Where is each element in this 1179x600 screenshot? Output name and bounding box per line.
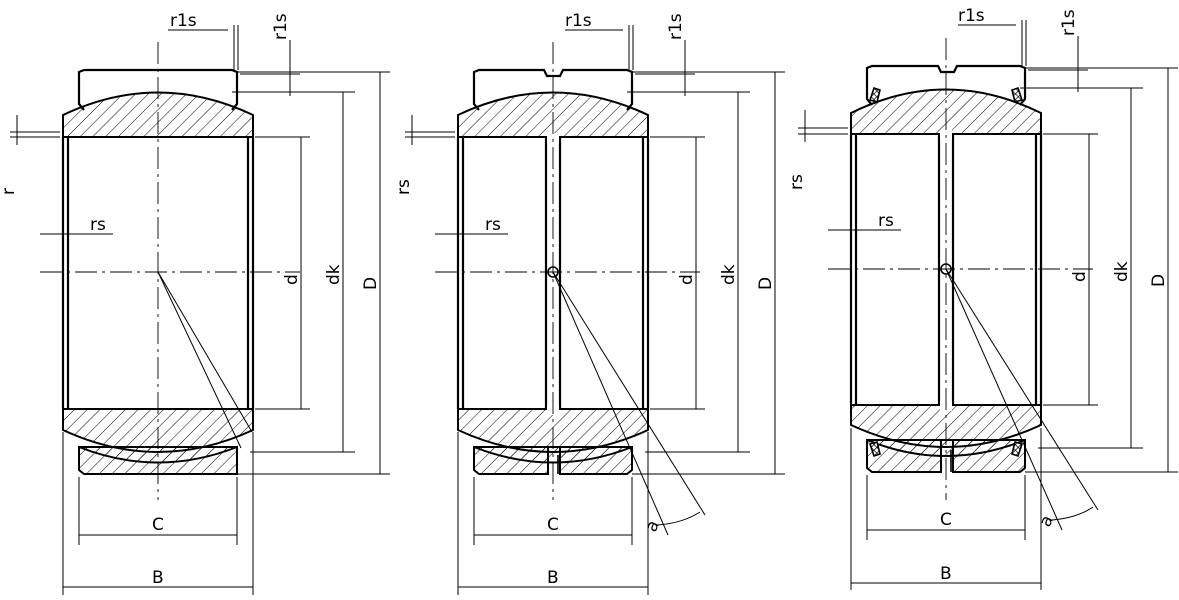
d-label: d [282,274,302,285]
r1s-top-label: r1s [170,11,197,31]
r1s-side-label: r1s [271,13,291,40]
D-label: D [756,277,776,290]
contact-angle-lines [945,268,1099,531]
dimension-lines [798,20,1178,590]
r1s-top-label: r1s [565,11,592,31]
C-label: C [547,515,559,535]
a-label: a [641,517,664,535]
r1s-top-label: r1s [958,6,985,26]
dimension-labels: r1s r1s rs rs d dk D C B a [787,6,1169,584]
dimension-lines [405,25,785,595]
d-label: d [1070,271,1090,282]
dk-label: dk [324,264,344,285]
contact-angle-lines [157,271,253,449]
rs-inner-label: rs [878,211,894,231]
r1s-side-label: r1s [1059,9,1079,36]
dimension-labels: r1s r1s r rs d dk D C B [0,11,381,588]
B-label: B [152,568,164,588]
r1s-side-label: r1s [666,13,686,40]
C-label: C [940,510,952,530]
B-label: B [547,568,559,588]
centerlines [435,42,700,500]
D-label: D [1149,274,1169,287]
rs-side-label: rs [394,179,414,195]
dimension-lines [10,25,390,595]
centerlines [40,42,300,500]
contact-angle-lines [552,271,706,536]
D-label: D [361,277,381,290]
d-label: d [677,274,697,285]
bearing-diagram-3: r1s r1s rs rs d dk D C B a [787,6,1178,590]
rs-side-label: r [0,188,19,195]
bearing-diagram-1: r1s r1s r rs d dk D C B [0,11,390,595]
rs-side-label: rs [787,174,807,190]
dk-label: dk [1112,261,1132,282]
bearing-diagram-2: r1s r1s rs rs d dk D C B a [394,11,785,595]
a-label: a [1035,512,1058,530]
seals [868,86,1024,458]
rs-inner-label: rs [485,215,501,235]
rs-inner-label: rs [90,215,106,235]
C-label: C [152,515,164,535]
B-label: B [940,564,952,584]
dk-label: dk [719,264,739,285]
